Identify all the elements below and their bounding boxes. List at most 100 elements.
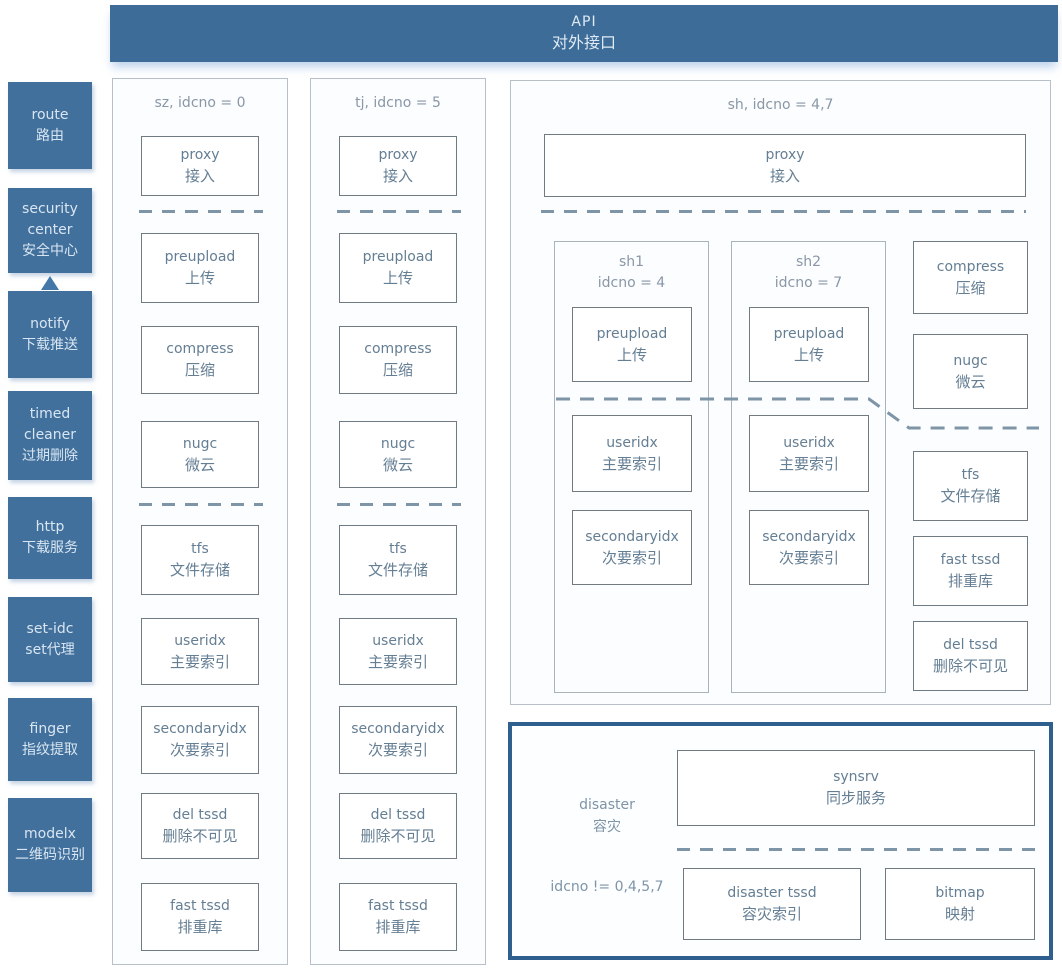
sh1-secondaryidx-box: secondaryidx 次要索引 [572,510,692,585]
disaster-tssd-en: disaster tssd [727,885,817,901]
sidebar-item-timed-cleaner: timed cleaner 过期删除 [8,391,92,480]
sh1-useridx-zh: 主要索引 [601,454,662,473]
tj-nugc-zh: 微云 [382,455,413,474]
sh-divider-1 [541,210,1026,213]
sz-compress-box: compress 压缩 [141,326,259,394]
sz-tfs-zh: 文件存储 [169,561,230,579]
sidebar-item-modelx: modelx 二维码识别 [8,798,92,892]
sz-fast-tssd-zh: 排重库 [177,918,223,936]
sidebar-notify-en: notify [30,315,70,332]
sz-useridx-box: useridx 主要索引 [141,618,259,685]
sidebar-modelx-en: modelx [24,826,76,842]
sidebar-security-zh: 安全中心 [22,243,78,259]
tj-useridx-box: useridx 主要索引 [339,618,457,685]
sh2-secondaryidx-box: secondaryidx 次要索引 [749,510,869,585]
disaster-tssd-zh: 容灾索引 [741,905,802,923]
sidebar-route-en: route [31,106,69,123]
sz-fast-tssd-box: fast tssd 排重库 [141,883,259,951]
sh-nugc-box: nugc 微云 [913,334,1028,409]
disaster-label-en: disaster [579,797,635,813]
sh-compress-box: compress 压缩 [913,241,1028,314]
sh1-secondaryidx-en: secondaryidx [585,528,679,545]
disaster-synsrv-box: synsrv 同步服务 [677,750,1035,826]
sidebar-item-security-center: security center 安全中心 [8,188,92,273]
sh1-preupload-en: preupload [596,325,668,342]
tj-compress-box: compress 压缩 [339,326,457,394]
sh-proxy-zh: 接入 [769,166,800,185]
sz-secondaryidx-en: secondaryidx [153,721,247,737]
sidebar-http-en: http [35,519,65,535]
sidebar-route-zh: 路由 [36,127,64,144]
sh1-useridx-en: useridx [606,434,658,451]
disaster-divider [677,848,1035,851]
sh2-secondaryidx-en: secondaryidx [762,528,856,545]
api-header: API 对外接口 [110,5,1058,62]
disaster-bitmap-zh: 映射 [944,905,975,923]
sz-fast-tssd-en: fast tssd [170,898,230,914]
sidebar-timed-cleaner-zh: 过期删除 [22,448,78,464]
sh1-useridx-box: useridx 主要索引 [572,415,692,492]
sh-compress-en: compress [936,258,1005,275]
disaster-group: disaster 容灾 idcno != 0,4,5,7 synsrv 同步服务… [508,722,1053,960]
tj-nugc-en: nugc [380,435,416,452]
sh2-preupload-zh: 上传 [793,345,824,364]
tj-compress-en: compress [364,341,432,357]
sidebar-timed-cleaner-en: timed cleaner [23,406,77,443]
sh2-useridx-zh: 主要索引 [778,454,839,473]
sh2-preupload-en: preupload [773,325,845,342]
tj-divider-1 [337,210,461,213]
disaster-tssd-box: disaster tssd 容灾索引 [683,868,861,940]
sidebar-finger-en: finger [29,720,71,737]
sz-useridx-en: useridx [174,632,226,649]
sz-divider-1 [139,210,263,213]
sh-compress-zh: 压缩 [955,278,986,297]
sh-tfs-box: tfs 文件存储 [913,451,1028,521]
sz-proxy-box: proxy 接入 [141,136,259,196]
tj-secondaryidx-zh: 次要索引 [367,741,428,759]
sz-compress-en: compress [166,341,234,357]
sh-del-tssd-en: del tssd [943,637,998,653]
sz-secondaryidx-zh: 次要索引 [169,741,230,759]
sidebar-notify-zh: 下载推送 [22,336,78,353]
tj-nugc-box: nugc 微云 [339,421,457,488]
disaster-synsrv-zh: 同步服务 [825,789,886,807]
sz-useridx-zh: 主要索引 [169,652,230,671]
tj-idc-column: tj, idcno = 5 proxy 接入 preupload 上传 comp… [310,78,486,965]
tj-column-title: tj, idcno = 5 [355,95,441,111]
sh1-title: sh1 idcno = 4 [555,252,708,294]
sidebar-finger-zh: 指纹提取 [22,741,78,758]
tj-fast-tssd-en: fast tssd [368,898,428,914]
tj-compress-zh: 压缩 [382,361,413,379]
sh-nugc-zh: 微云 [955,372,986,391]
sh-tfs-en: tfs [961,467,980,483]
sidebar-item-route: route 路由 [8,82,92,169]
disaster-label-zh: 容灾 [593,819,621,835]
sidebar-modelx-zh: 二维码识别 [15,847,85,863]
tj-secondaryidx-box: secondaryidx 次要索引 [339,706,457,774]
sz-del-tssd-en: del tssd [172,807,228,823]
sh-del-tssd-box: del tssd 删除不可见 [913,621,1028,691]
tj-del-tssd-box: del tssd 删除不可见 [339,793,457,859]
sh-fast-tssd-zh: 排重库 [947,572,993,590]
sh2-preupload-box: preupload 上传 [749,307,869,382]
sh1-title-line1: sh1 [618,254,645,270]
sh2-useridx-box: useridx 主要索引 [749,415,869,492]
tj-proxy-box: proxy 接入 [339,136,457,196]
sz-preupload-box: preupload 上传 [141,233,259,303]
tj-useridx-en: useridx [372,632,424,649]
tj-del-tssd-zh: 删除不可见 [360,827,436,845]
sh1-group: sh1 idcno = 4 preupload 上传 useridx 主要索引 … [554,241,709,693]
disaster-condition: idcno != 0,4,5,7 [550,879,664,895]
sidebar-http-zh: 下载服务 [22,540,78,556]
sh1-secondaryidx-zh: 次要索引 [601,548,662,567]
sz-del-tssd-box: del tssd 删除不可见 [141,793,259,859]
sidebar-item-http: http 下载服务 [8,497,92,579]
sidebar-item-set-idc: set-idc set代理 [8,597,92,682]
sz-proxy-zh: 接入 [184,167,215,185]
tj-tfs-en: tfs [389,541,407,557]
sh-nugc-en: nugc [953,352,988,369]
sh2-title-line2: idcno = 7 [774,275,843,291]
tj-proxy-en: proxy [378,147,418,163]
sz-nugc-zh: 微云 [184,455,215,474]
